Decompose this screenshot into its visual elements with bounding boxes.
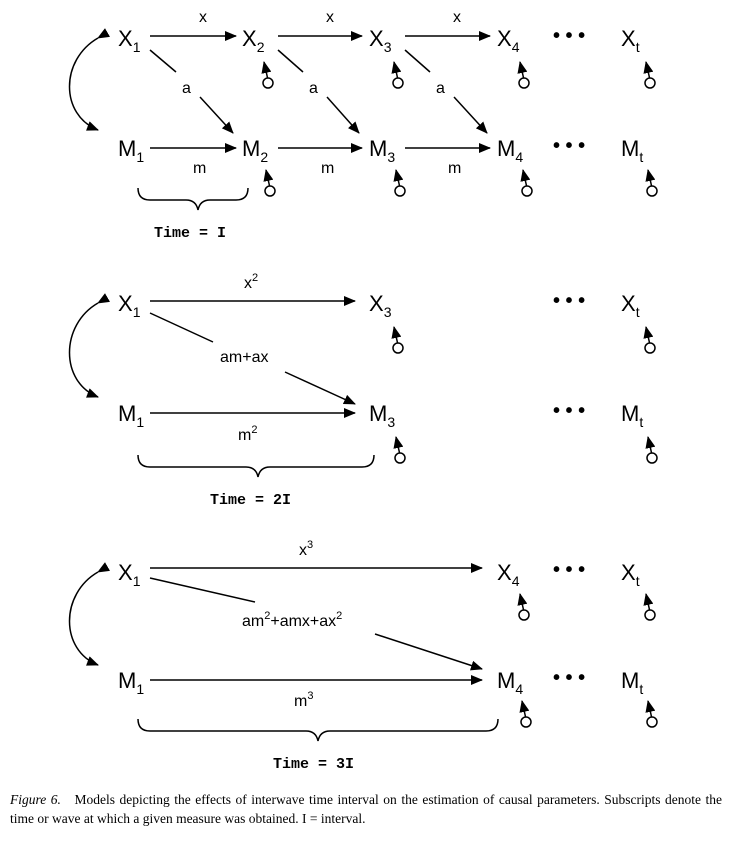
brace-time-3i <box>137 718 499 742</box>
node-m3: M3 <box>369 136 395 165</box>
path-a-2-seg1 <box>277 49 304 73</box>
label-x-2: x <box>326 9 334 26</box>
time-label-i: Time = I <box>154 225 226 242</box>
label-a-2: a <box>309 80 318 97</box>
node-m3-p2: M3 <box>369 401 395 430</box>
node-x4: X4 <box>497 26 520 55</box>
panel-time-2i: X1 X3 Xt • • • M1 M3 Mt • • • x2 m2 am+a… <box>68 272 658 509</box>
node-x3: X3 <box>369 26 392 55</box>
caption-text: Models depicting the effects of interwav… <box>10 792 722 826</box>
ellipsis-bottom-p2: • • • <box>553 400 585 422</box>
path-cross-p2 <box>284 371 356 405</box>
figure-caption: Figure 6. Models depicting the effects o… <box>10 790 722 828</box>
path-a-1 <box>199 96 234 134</box>
node-m4-p3: M4 <box>497 668 523 697</box>
ellipsis-top-p2: • • • <box>553 290 585 312</box>
time-label-3i: Time = 3I <box>273 756 354 773</box>
residuals <box>261 61 658 197</box>
node-xt: Xt <box>621 26 640 55</box>
label-m-1: m <box>193 160 206 177</box>
correlation-arrow <box>68 28 111 131</box>
label-m-cubed: m3 <box>294 690 313 710</box>
residuals-p3 <box>517 593 658 728</box>
node-x1-p3: X1 <box>118 560 141 589</box>
label-m-3: m <box>448 160 461 177</box>
label-x-squared: x2 <box>244 272 258 292</box>
brace-time-2i <box>137 454 375 478</box>
figure-label: Figure 6. <box>10 792 61 807</box>
time-label-2i: Time = 2I <box>210 492 291 509</box>
brace-time-i <box>137 187 249 211</box>
node-xt-p3: Xt <box>621 560 640 589</box>
label-x-cubed: x3 <box>299 539 313 559</box>
correlation-arrow-p3 <box>68 562 111 666</box>
node-m4: M4 <box>497 136 523 165</box>
node-mt: Mt <box>621 136 643 165</box>
label-m-2: m <box>321 160 334 177</box>
node-mt-p2: Mt <box>621 401 643 430</box>
ellipsis-bottom-p3: • • • <box>553 667 585 689</box>
label-a-3: a <box>436 80 445 97</box>
label-m-squared: m2 <box>238 424 257 444</box>
node-x2: X2 <box>242 26 265 55</box>
label-a-1: a <box>182 80 191 97</box>
node-x1-p2: X1 <box>118 291 141 320</box>
node-m1-p3: M1 <box>118 668 144 697</box>
node-x1: X1 <box>118 26 141 55</box>
node-mt-p3: Mt <box>621 668 643 697</box>
path-a-3-seg1 <box>404 49 431 73</box>
path-cross-p3-seg1 <box>149 577 256 603</box>
label-x-3: x <box>453 9 461 26</box>
node-x4-p3: X4 <box>497 560 520 589</box>
path-cross-p2-seg1 <box>149 312 214 343</box>
residuals-p2 <box>391 326 658 464</box>
path-a-3 <box>453 96 488 134</box>
node-xt-p2: Xt <box>621 291 640 320</box>
path-diagram-figure: X1 X2 X3 X4 Xt • • • M1 M2 M3 M4 Mt • • … <box>68 9 658 773</box>
path-cross-p3 <box>374 633 483 671</box>
panel-time-i: X1 X2 X3 X4 Xt • • • M1 M2 M3 M4 Mt • • … <box>68 9 658 242</box>
node-m1-p2: M1 <box>118 401 144 430</box>
correlation-arrow-p2 <box>68 293 111 398</box>
node-x3-p2: X3 <box>369 291 392 320</box>
ellipsis-top-p3: • • • <box>553 559 585 581</box>
path-a-1-seg1 <box>149 49 177 73</box>
node-m2: M2 <box>242 136 268 165</box>
label-cross-p2: am+ax <box>220 349 268 366</box>
panel-time-3i: X1 X4 Xt • • • M1 M4 Mt • • • x3 m3 am2+… <box>68 539 658 773</box>
label-cross-p3: am2+amx+ax2 <box>242 610 342 630</box>
ellipsis-bottom: • • • <box>553 135 585 157</box>
node-m1: M1 <box>118 136 144 165</box>
path-a-2 <box>326 96 360 134</box>
label-x-1: x <box>199 9 207 26</box>
ellipsis-top: • • • <box>553 25 585 47</box>
